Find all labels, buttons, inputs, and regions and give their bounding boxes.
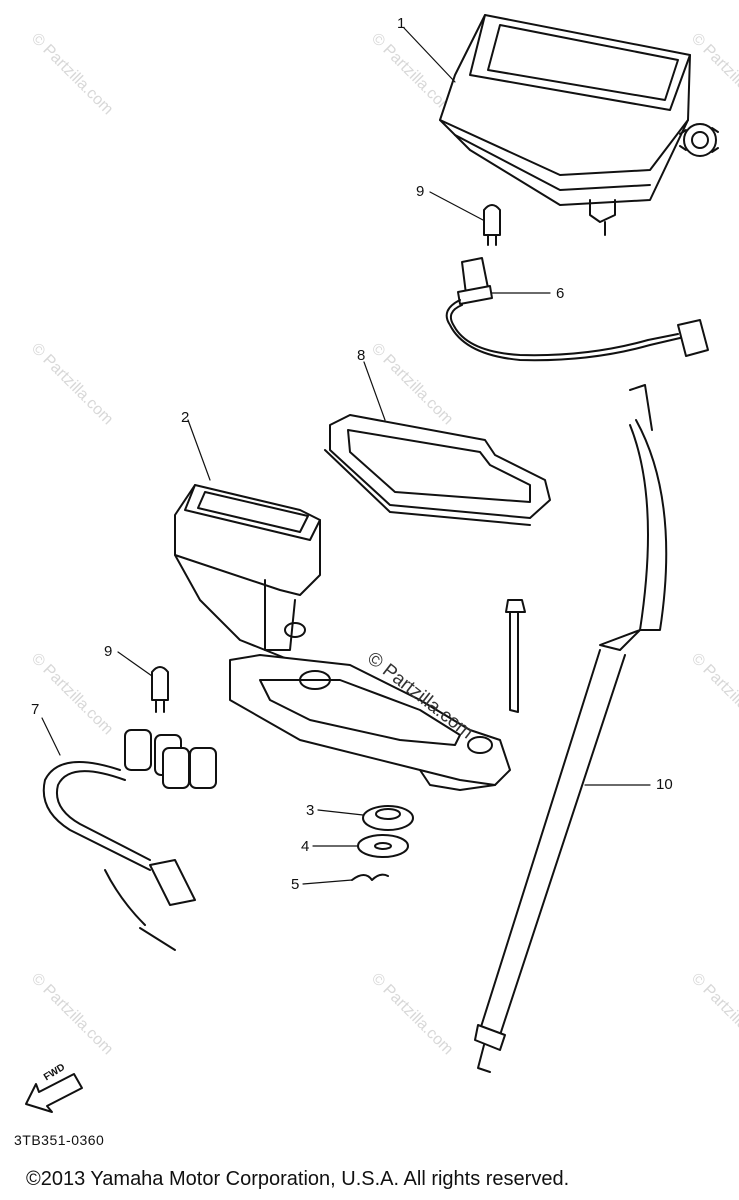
clip-5 xyxy=(351,873,389,881)
meter-assembly-2 xyxy=(174,484,511,791)
forward-arrow-icon xyxy=(25,1073,83,1113)
washer-4 xyxy=(357,834,409,858)
diagram-code: 3TB351-0360 xyxy=(14,1132,105,1148)
callout-9-lower: 9 xyxy=(104,643,113,660)
copyright-notice: ©2013 Yamaha Motor Corporation, U.S.A. A… xyxy=(26,1168,570,1190)
harness-7 xyxy=(42,729,217,951)
callout-8: 8 xyxy=(357,347,366,364)
gasket-8 xyxy=(324,414,551,526)
callout-7: 7 xyxy=(31,701,40,718)
callout-9-top: 9 xyxy=(416,183,425,200)
cable-10 xyxy=(474,384,668,1073)
callout-2: 2 xyxy=(181,409,190,426)
meter-assembly-1 xyxy=(439,14,719,236)
callout-4: 4 xyxy=(301,838,310,855)
bolt xyxy=(505,599,526,713)
bulb-9-top xyxy=(483,204,501,246)
callout-3: 3 xyxy=(306,802,315,819)
callout-6: 6 xyxy=(556,285,565,302)
bulb-9-lower xyxy=(151,666,169,713)
socket-cord-6 xyxy=(445,257,709,362)
callout-5: 5 xyxy=(291,876,300,893)
callout-1: 1 xyxy=(397,15,406,32)
leader-lines xyxy=(41,27,651,885)
callout-10: 10 xyxy=(656,776,673,793)
grommet-3 xyxy=(362,805,414,831)
